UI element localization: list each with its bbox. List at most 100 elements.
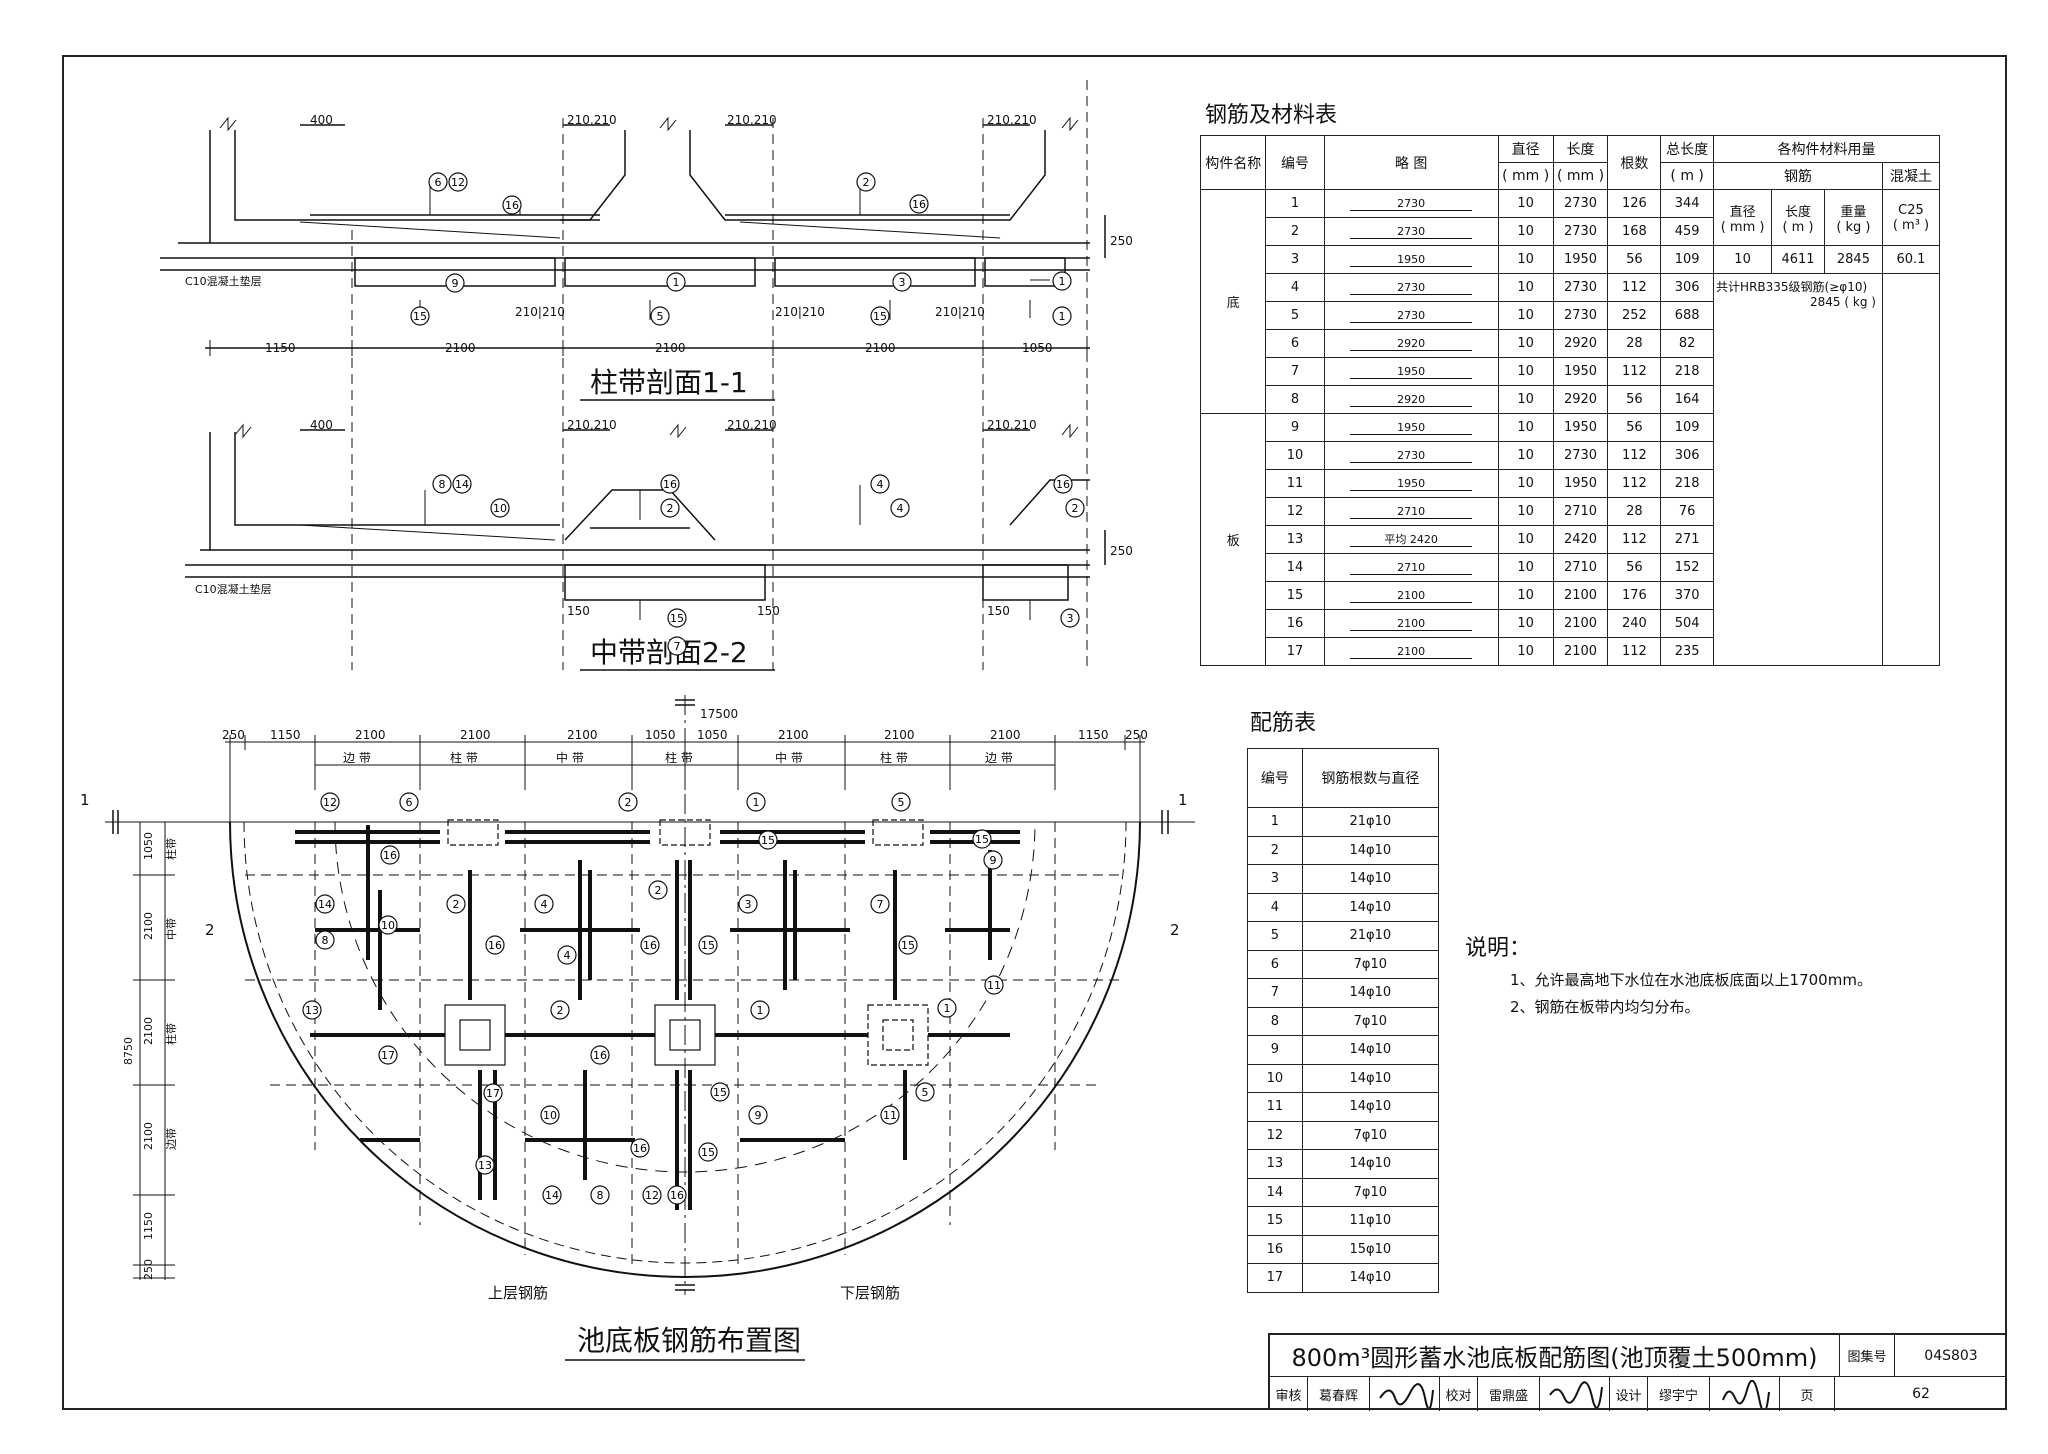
cell-count: 56 [1607,413,1662,442]
rebar-callout-number: 13 [305,1004,319,1017]
dim-label: 210,210 [567,113,617,127]
cell-sketch: 2920 [1323,329,1499,358]
rebar-sketch: 2100 [1346,618,1476,632]
rebar-callout-circle [475,1155,495,1175]
rebar-callout-number: 2 [1072,502,1079,515]
rebar-callout-number: 16 [593,1049,607,1062]
dim-label: 250 [142,1259,155,1280]
bar-no: 4 [1247,892,1303,922]
bar-no: 15 [1247,1206,1303,1236]
cell-dia: 10 [1497,441,1554,470]
cell-total: 218 [1660,469,1715,498]
cell-count: 176 [1607,581,1662,610]
cell-no: 6 [1265,329,1325,358]
usage-dia: 10 [1713,245,1773,274]
band-label: 中 带 [556,750,584,765]
dim-label: 1050 [645,728,676,742]
usage-concrete: 60.1 [1881,245,1941,274]
cell-count: 126 [1607,189,1662,218]
rebar-callout-number: 15 [413,310,427,323]
page-no: 62 [1912,1386,1930,1402]
rebar-callout-number: 16 [1056,478,1070,491]
section-1-title: 柱带剖面1-1 [590,366,748,399]
rebar-callout-number: 6 [406,796,413,809]
cell-no: 5 [1265,301,1325,330]
bar-no: 5 [1247,921,1303,951]
rebar-callout-circle [1053,474,1073,494]
cell-no: 13 [1265,525,1325,554]
bar-col-no: 编号 [1247,748,1303,808]
rebar-callout-number: 14 [455,478,469,491]
rebar-callout-number: 12 [323,796,337,809]
rebar-callout-circle [870,894,890,914]
rebar-callout-number: 15 [670,612,684,625]
cell-no: 10 [1265,441,1325,470]
rebar-callout-number: 17 [486,1087,500,1100]
bar-col-spec: 钢筋根数与直径 [1301,748,1440,808]
bar-no: 6 [1247,949,1303,979]
rebar-callout-number: 16 [663,478,677,491]
rebar-callout-number: 13 [478,1159,492,1172]
cell-no: 8 [1265,385,1325,414]
cell-len: 2730 [1552,189,1609,218]
material-table-title: 钢筋及材料表 [1205,103,1337,128]
plan-title: 池底板钢筋布置图 [577,1324,801,1357]
title-block: 800m³圆形蓄水池底板配筋图(池顶覆土500mm) 图集号 04S803 审核… [1268,1333,2007,1411]
rebar-sketch: 1950 [1346,478,1476,492]
rebar-sketch: 2920 [1346,394,1476,408]
cushion-label: C10混凝土垫层 [185,274,262,288]
rebar-callout-circle [1065,498,1085,518]
cell-no: 15 [1265,581,1325,610]
rebar-callout-circle [750,1000,770,1020]
cell-len: 1950 [1552,469,1609,498]
section-mark: 2 [1170,921,1180,939]
dim-label: 8750 [122,1037,135,1065]
cell-dia: 10 [1497,301,1554,330]
dim-label: 2100 [142,1122,155,1150]
rebar-callout-number: 2 [667,502,674,515]
rebar-sketch: 2100 [1346,646,1476,660]
cell-total: 109 [1660,413,1715,442]
cell-no: 12 [1265,497,1325,526]
rebar-callout-number: 1 [944,1002,951,1015]
rebar-callout-circle [915,1082,935,1102]
rebar-callout-circle [984,975,1004,995]
cell-total: 164 [1660,385,1715,414]
cell-sketch: 2730 [1323,441,1499,470]
dim-label: 1150 [1078,728,1109,742]
cell-no: 16 [1265,609,1325,638]
rebar-callout-number: 4 [564,949,571,962]
band-label: 柱 带 [665,750,693,765]
rebar-callout-circle [550,1000,570,1020]
rebar-sketch: 2920 [1346,338,1476,352]
cell-dia: 10 [1497,413,1554,442]
cell-len: 2920 [1552,385,1609,414]
rebar-callout-circle [542,1185,562,1205]
dim-label: 2100 [445,341,476,355]
rebar-callout-circle [590,1185,610,1205]
rebar-callout-circle [856,172,876,192]
rebar-callout-number: 9 [452,277,459,290]
overall-dim: 17500 [700,707,738,721]
dim-label: 1050 [142,832,155,860]
band-label: 边 带 [343,751,371,765]
rebar-callout-number: 2 [625,796,632,809]
design-label: 设计 [1610,1377,1648,1411]
rebar-callout-circle [892,272,912,292]
rebar-callout-circle [315,930,335,950]
bar-spec: 14φ10 [1301,1063,1440,1093]
cell-len: 2420 [1552,525,1609,554]
